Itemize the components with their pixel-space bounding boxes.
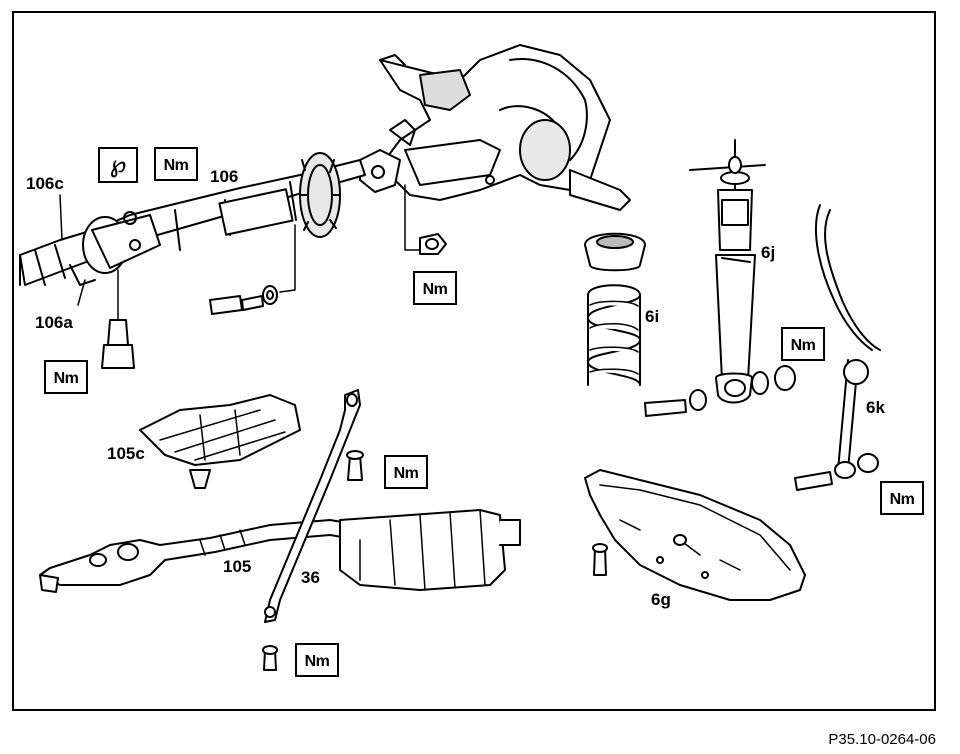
torque-box-stabilizer: Nm — [880, 481, 924, 515]
label-106c: 106c — [26, 174, 64, 193]
label-105c: 105c — [107, 444, 145, 463]
label-36: 36 — [301, 568, 320, 587]
exhaust-hanger — [264, 389, 361, 623]
torque-box-center-bearing: Nm — [44, 360, 88, 394]
diagram-frame — [12, 11, 936, 711]
label-106: 106 — [210, 167, 239, 186]
torque-box-flange: Nm — [413, 271, 457, 305]
spring-rubber-mount — [584, 232, 646, 272]
label-6j: 6j — [761, 243, 776, 262]
propeller-shaft — [19, 152, 366, 286]
figure-id: P35.10-0264-06 — [828, 731, 936, 748]
exhaust-system — [39, 509, 521, 593]
stabilizer-link — [814, 204, 881, 479]
label-6i: 6i — [645, 307, 660, 326]
special-tool-icon: ℘ — [98, 147, 138, 183]
label-106a: 106a — [35, 313, 73, 332]
torque-box-shock: Nm — [781, 327, 825, 361]
leader-lines — [59, 184, 426, 321]
fasteners — [101, 233, 879, 671]
label-6k: 6k — [866, 398, 885, 417]
label-6g: 6g — [651, 590, 671, 609]
underbody-panel — [584, 469, 806, 601]
heat-shield — [139, 394, 301, 466]
label-105: 105 — [223, 557, 252, 576]
torque-box-heat-shield: Nm — [384, 455, 428, 489]
rear-axle-differential — [359, 44, 631, 211]
torque-box-shaft: Nm — [154, 147, 198, 181]
shock-absorber — [689, 139, 766, 404]
coil-spring — [587, 284, 641, 386]
torque-box-hanger: Nm — [295, 643, 339, 677]
